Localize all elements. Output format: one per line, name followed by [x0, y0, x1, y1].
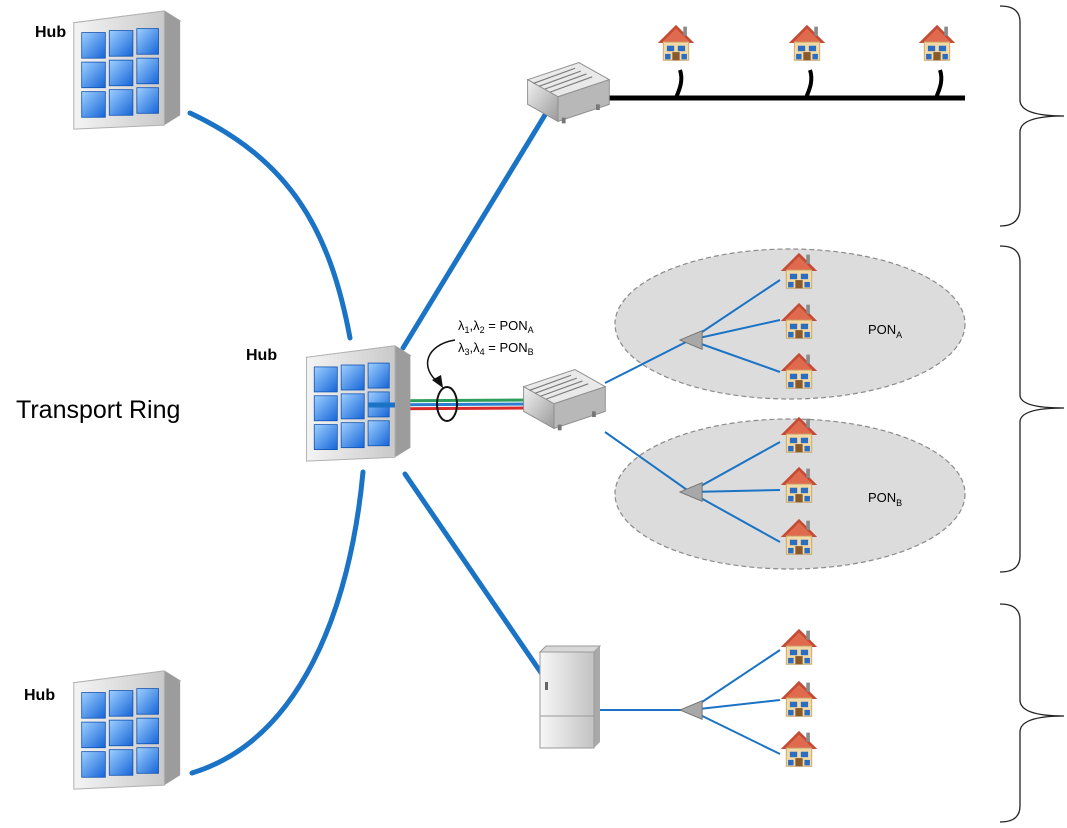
- pon-b-label: PONB: [868, 490, 902, 508]
- coax-drops: [674, 69, 944, 99]
- house-icon: [780, 680, 818, 717]
- office-building-icon: [73, 10, 181, 130]
- wavelength-label-a: λ1,λ2 = PONA: [458, 318, 534, 335]
- house-icon: [780, 730, 818, 767]
- wavelength-arrow: [426, 339, 456, 383]
- hub-center: Hub: [246, 345, 411, 462]
- hub-center-label: Hub: [246, 347, 277, 364]
- pon-branches: [598, 279, 781, 755]
- house-icon: [788, 24, 826, 61]
- house-icon: [657, 24, 695, 61]
- hub-bottom: Hub: [24, 670, 181, 790]
- splitter-icon: [679, 700, 703, 720]
- house-icon: [780, 628, 818, 665]
- hub-top: Hub: [35, 10, 181, 130]
- optical-node-icon: [527, 61, 610, 124]
- wavelength-label-b: λ3,λ4 = PONB: [458, 340, 534, 357]
- pon-a-label: PONA: [868, 322, 902, 340]
- arrow-head: [432, 375, 443, 388]
- wavelength-marker: [436, 386, 458, 422]
- ring-link-bottom: [189, 469, 366, 776]
- street-cabinet-icon: [538, 645, 602, 749]
- optical-node-icon: [523, 368, 606, 431]
- house-icon: [918, 24, 956, 61]
- feeder-link-top-node: [400, 107, 551, 351]
- feeder-link-cabinet: [402, 471, 549, 683]
- bracket-right: [999, 5, 1065, 823]
- hub-top-label: Hub: [35, 24, 66, 41]
- office-building-icon: [73, 670, 181, 790]
- transport-ring-label: Transport Ring: [16, 396, 180, 424]
- hub-bottom-label: Hub: [24, 687, 55, 704]
- ring-link-top: [187, 110, 353, 341]
